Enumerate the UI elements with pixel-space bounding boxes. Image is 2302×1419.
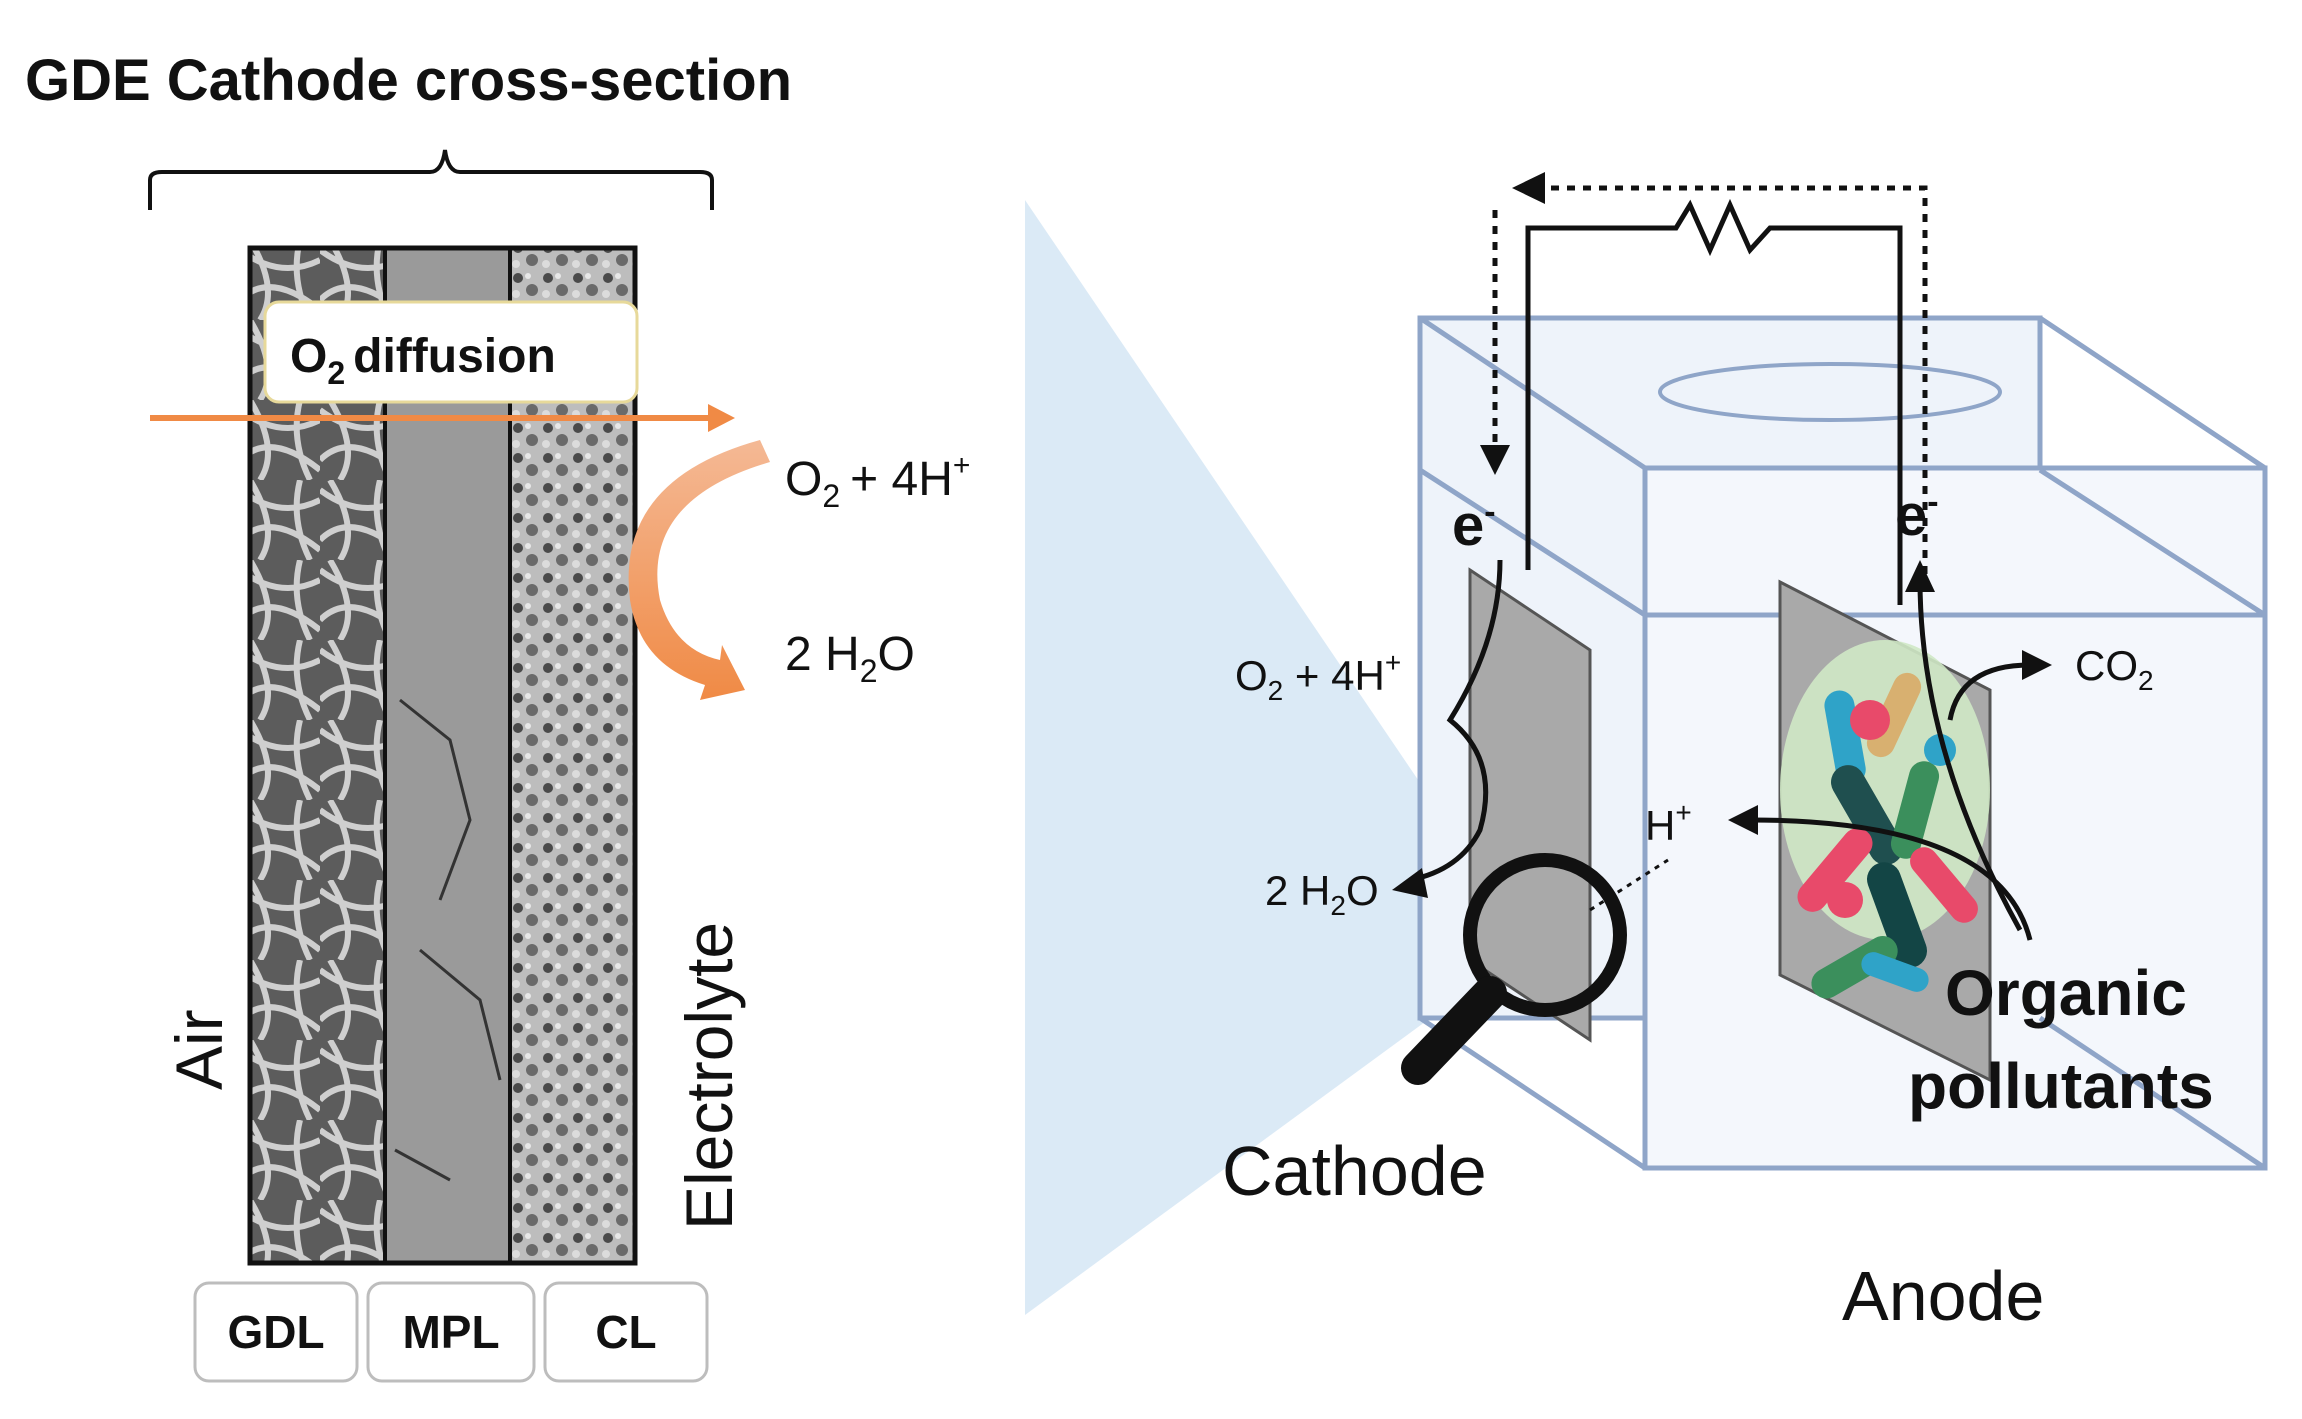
reaction-top: O2+ 4H+ bbox=[785, 449, 970, 514]
magnifier-icon bbox=[1401, 853, 1627, 1085]
gdl-tag: GDL bbox=[227, 1306, 324, 1358]
cross-section-title: GDE Cathode cross-section bbox=[25, 48, 792, 113]
o2-diffusion-box bbox=[263, 300, 639, 404]
cl-tag-box bbox=[543, 1281, 709, 1383]
electron-right: e- bbox=[1895, 483, 1939, 548]
anode-electron-arrowhead bbox=[1905, 560, 1935, 592]
electron-flow-arrowhead-down bbox=[1480, 445, 1510, 475]
electron-flow-arrowhead-top bbox=[1512, 172, 1545, 204]
anode-label: Anode bbox=[1842, 1257, 2044, 1335]
cathode-reaction-top: O2 + 4H+ bbox=[1235, 647, 1401, 706]
organic-pollutants-line1: Organic bbox=[1945, 957, 2187, 1029]
cathode-reaction-arrow bbox=[1409, 559, 1503, 883]
mpl-cracks bbox=[394, 698, 502, 1182]
lid-opening bbox=[1658, 362, 2002, 422]
magnifier-beam bbox=[1025, 200, 1530, 1315]
electrolyte-label: Electrolyte bbox=[672, 922, 746, 1230]
reaction-curve-arrow bbox=[628, 440, 770, 700]
cathode-electrode bbox=[1468, 567, 1592, 1043]
cathode-reaction-bottom: 2 H2O bbox=[1265, 867, 1379, 921]
proton-arrow bbox=[1749, 817, 2033, 941]
proton-dotted-line bbox=[1589, 858, 1669, 912]
organic-pollutants-line2: pollutants bbox=[1908, 1050, 2214, 1122]
mpl-tag: MPL bbox=[402, 1306, 499, 1358]
cathode-reaction-arrowhead bbox=[1392, 868, 1428, 898]
reaction-bottom: 2 H2O bbox=[785, 628, 915, 689]
electron-left: e- bbox=[1452, 493, 1496, 558]
co2-label: CO2 bbox=[2075, 642, 2154, 696]
curly-brace bbox=[148, 149, 714, 210]
co2-arrowhead bbox=[2022, 650, 2052, 680]
co2-arrow bbox=[1947, 662, 2031, 721]
electron-flow-dotted bbox=[1492, 185, 1928, 590]
gdl-tag-box bbox=[193, 1281, 359, 1383]
cross-section-frame bbox=[247, 245, 638, 1266]
cathode-label: Cathode bbox=[1222, 1132, 1487, 1210]
proton-label: H+ bbox=[1645, 797, 1692, 849]
cl-tag: CL bbox=[595, 1306, 656, 1358]
circuit-wire bbox=[1525, 198, 1903, 605]
proton-arrowhead bbox=[1728, 805, 1758, 835]
air-label: Air bbox=[162, 1009, 236, 1090]
o2-diffusion-arrowhead bbox=[708, 404, 735, 432]
mpl-tag-box bbox=[366, 1281, 536, 1383]
